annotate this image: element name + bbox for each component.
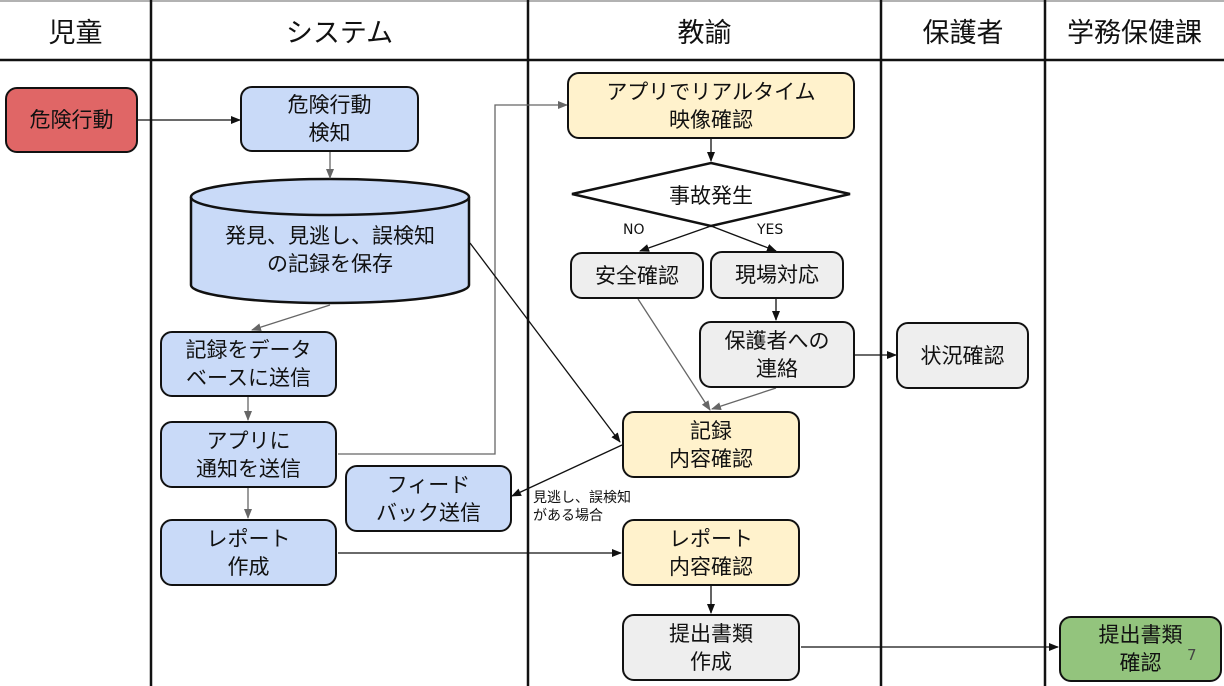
page-number: 7: [1187, 646, 1197, 664]
edge-label-missed: 見逃し、誤検知 がある場合: [533, 490, 631, 524]
edge-label-no: NO: [623, 222, 645, 238]
edge-decision-yes: [710, 225, 777, 252]
node-onsite-response[interactable]: 現場対応: [710, 251, 844, 299]
lane-header-guardian: 保護者: [922, 17, 1004, 49]
node-send-db[interactable]: 記録をデータ ベースに送信: [160, 331, 337, 397]
lane-header-health-dept: 学務保健課: [1067, 17, 1202, 49]
node-documents-check[interactable]: 提出書類 確認: [1059, 616, 1222, 682]
edge-db-to-senddb: [251, 304, 331, 332]
node-notify-app[interactable]: アプリに 通知を送信: [160, 421, 337, 488]
database-cylinder: [189, 177, 471, 305]
edge-contact-to-recordcheck: [711, 387, 777, 410]
edge-db-to-recordcheck: [469, 242, 621, 443]
node-safety-check[interactable]: 安全確認: [570, 252, 704, 299]
node-record-check[interactable]: 記録 内容確認: [622, 411, 800, 478]
node-situation-check[interactable]: 状況確認: [896, 322, 1029, 389]
node-realtime-check[interactable]: アプリでリアルタイム 映像確認: [567, 72, 855, 139]
node-accident-decision[interactable]: 事故発生: [669, 184, 753, 208]
lane-header-system: システム: [285, 17, 394, 49]
lane-header-child: 児童: [48, 17, 103, 49]
node-make-documents[interactable]: 提出書類 作成: [622, 614, 800, 681]
edge-label-yes: YES: [757, 222, 784, 238]
node-contact-guardian[interactable]: 保護者への 連絡: [699, 321, 855, 388]
edge-decision-no: [639, 225, 712, 252]
node-make-report[interactable]: レポート 作成: [160, 519, 337, 586]
lane-header-teacher: 教諭: [677, 17, 732, 49]
edge-notify-to-realtime: [338, 101, 568, 455]
node-save-records[interactable]: 発見、見逃し、誤検知 の記録を保存: [225, 224, 435, 276]
edge-recordcheck-to-feedback: [511, 444, 623, 497]
node-feedback[interactable]: フィード バック送信: [345, 465, 512, 532]
node-danger-detect[interactable]: 危険行動 検知: [240, 86, 419, 152]
node-report-check[interactable]: レポート 内容確認: [622, 519, 800, 586]
edge-safety-to-recordcheck: [637, 298, 711, 411]
node-danger-action[interactable]: 危険行動: [5, 87, 138, 153]
